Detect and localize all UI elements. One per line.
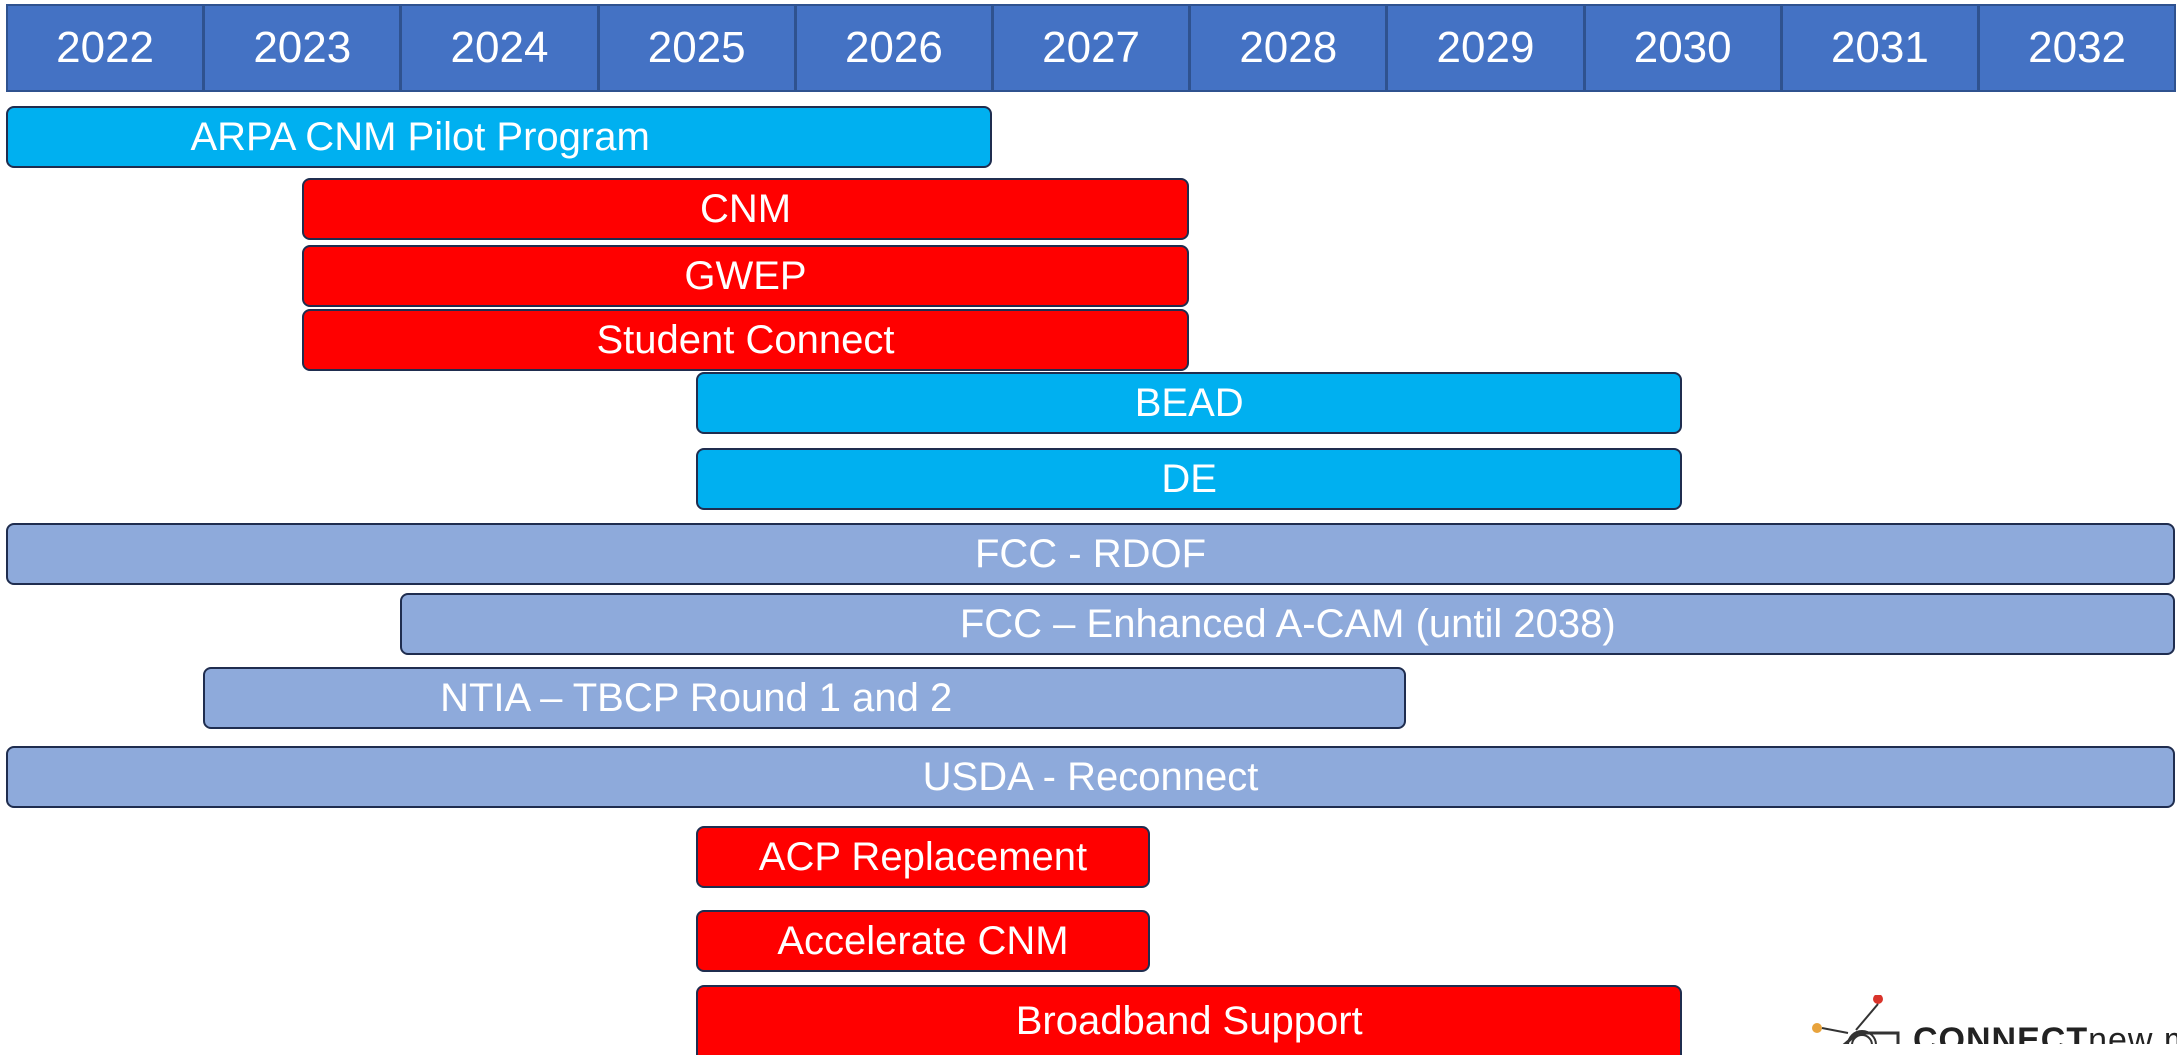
program-bar-cnm: CNM	[301, 178, 1190, 240]
program-label: Broadband Support	[1015, 998, 1363, 1043]
program-label: USDA - Reconnect	[922, 754, 1259, 799]
connect-new-mexico-logo: CONNECTnew m	[1808, 995, 2177, 1044]
logo-antenna-icon	[1812, 995, 1900, 1044]
year-header-2023: 2023	[203, 4, 402, 92]
program-label: DE	[1161, 456, 1217, 501]
program-label: Accelerate CNM	[777, 918, 1069, 963]
program-bar-accelerate-cnm: Accelerate CNM	[696, 910, 1150, 972]
program-label: FCC – Enhanced A-CAM (until 2038)	[959, 601, 1616, 646]
year-header-2028: 2028	[1189, 4, 1388, 92]
program-bar-de: DE	[696, 448, 1683, 510]
program-bar-student-connect: Student Connect	[301, 309, 1190, 371]
program-bar-arpa-cnm-pilot-program: ARPA CNM Pilot Program	[6, 106, 992, 168]
logo-wordmark: CONNECTnew m	[1913, 1021, 2177, 1044]
program-label: ACP Replacement	[758, 834, 1088, 879]
program-bar-bead: BEAD	[696, 372, 1683, 434]
year-header-2032: 2032	[1978, 4, 2177, 92]
program-bar-gwep: GWEP	[301, 245, 1190, 307]
program-bar-usda-reconnect: USDA - Reconnect	[6, 746, 2175, 808]
program-label: ARPA CNM Pilot Program	[190, 114, 650, 159]
program-bar-fcc-rdof: FCC - RDOF	[6, 523, 2175, 585]
year-header-2029: 2029	[1386, 4, 1585, 92]
year-header-2027: 2027	[992, 4, 1191, 92]
program-label: GWEP	[684, 253, 807, 298]
program-label: FCC - RDOF	[974, 531, 1207, 576]
year-header-2025: 2025	[597, 4, 796, 92]
year-header-2030: 2030	[1583, 4, 1782, 92]
program-label: NTIA – TBCP Round 1 and 2	[440, 675, 953, 720]
program-label: Student Connect	[596, 317, 895, 362]
year-header-2031: 2031	[1780, 4, 1979, 92]
year-header-2024: 2024	[400, 4, 599, 92]
program-label: CNM	[699, 186, 792, 231]
year-header-2022: 2022	[6, 4, 205, 92]
program-bar-broadband-support: Broadband Support	[696, 985, 1683, 1055]
year-header-2026: 2026	[794, 4, 993, 92]
program-label: BEAD	[1134, 380, 1244, 425]
program-bar-fcc-enhanced-a-cam-until-2038: FCC – Enhanced A-CAM (until 2038)	[400, 593, 2175, 655]
program-bar-ntia-tbcp-round-1-and-2: NTIA – TBCP Round 1 and 2	[203, 667, 1407, 729]
program-bar-acp-replacement: ACP Replacement	[696, 826, 1150, 888]
